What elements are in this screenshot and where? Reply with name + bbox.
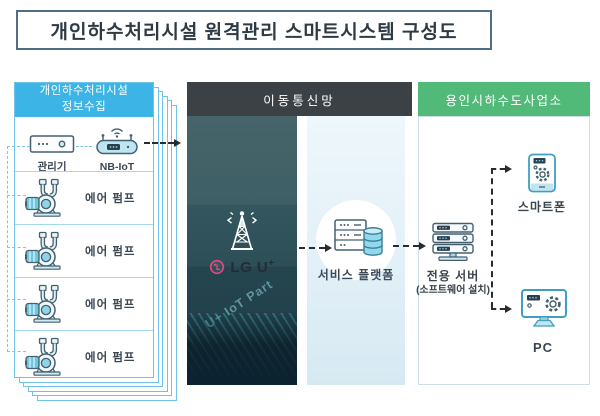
bus-stub-controller <box>7 146 30 147</box>
bus-stub-pump-1 <box>7 195 26 196</box>
device-bus-line <box>7 146 8 352</box>
server-sublabel: (소프트웨어 설치) <box>416 285 490 296</box>
arrow-to-pc <box>491 308 505 310</box>
monitor-gear-icon <box>521 289 567 327</box>
nbiot-label: NB-IoT <box>99 161 135 173</box>
arrow-platform-to-server <box>393 245 419 247</box>
controller-row: 관리기 NB-IoT <box>15 117 153 173</box>
server-label: 전용 서버 <box>426 269 480 283</box>
controller-box-icon <box>29 135 75 153</box>
arrowhead-network-to-platform <box>325 243 332 252</box>
smartphone-label: 스마트폰 <box>517 200 567 214</box>
air-pump-icon <box>25 284 61 323</box>
server-database-icon <box>334 219 383 256</box>
platform-label: 서비스 플랫폼 <box>317 268 395 282</box>
service-platform-area: 서비스 플랫폼 <box>307 116 405 385</box>
nbiot-router-icon <box>96 128 138 155</box>
page-title: 개인하수처리시설 원격관리 스마트시스템 구성도 <box>50 21 458 43</box>
title-box: 개인하수처리시설 원격관리 스마트시스템 구성도 <box>16 10 492 50</box>
bus-stub-pump-4 <box>7 351 26 352</box>
network-header-label: 이동통신망 <box>263 93 336 108</box>
air-pump-icon <box>25 337 61 376</box>
office-panel-header: 용인시하수도사업소 <box>418 82 590 116</box>
pump-row-1: 에어 펌프 <box>15 171 153 224</box>
bus-stub-pump-3 <box>7 299 26 300</box>
air-pump-icon <box>25 231 61 270</box>
pump-label: 에어 펌프 <box>85 299 136 311</box>
server-rack-icon <box>432 222 474 262</box>
office-header-label: 용인시하수도사업소 <box>445 93 563 108</box>
collection-header-line1: 개인하수처리시설 <box>39 85 129 98</box>
arrowhead-platform-to-server <box>419 241 426 250</box>
arrowhead-to-smartphone <box>505 164 512 173</box>
circuit-board-image <box>187 313 297 385</box>
pump-label: 에어 펌프 <box>85 246 136 258</box>
air-pump-icon <box>25 178 61 217</box>
arrow-to-smartphone <box>491 168 505 170</box>
collection-header-line2: 정보수집 <box>61 101 107 113</box>
server-branch-line <box>491 168 493 308</box>
arrowhead-nbiot-to-network <box>174 138 181 147</box>
pump-row-3: 에어 펌프 <box>15 277 153 330</box>
controller-label: 관리기 <box>37 161 67 173</box>
carrier-network-area: LG U+ U+ IoT Part <box>187 116 297 385</box>
pump-label: 에어 펌프 <box>85 193 136 205</box>
carrier-logo: LG U+ <box>187 258 297 276</box>
carrier-name: LG U+ <box>230 258 275 276</box>
collection-panel: 개인하수처리시설 정보수집 관리기 <box>14 82 154 378</box>
arrow-network-to-platform <box>299 247 325 249</box>
arrowhead-to-pc <box>505 304 512 313</box>
pump-row-4: 에어 펌프 <box>15 330 153 383</box>
cell-tower-icon <box>226 211 258 250</box>
pump-label: 에어 펌프 <box>85 352 136 364</box>
network-panel-header: 이동통신망 <box>187 82 412 116</box>
bus-stub-pump-2 <box>7 247 26 248</box>
smartphone-gear-icon <box>528 153 556 193</box>
controller-nbiot-link <box>76 146 92 147</box>
pc-label: PC <box>532 340 554 355</box>
lg-uplus-logo <box>210 259 225 275</box>
collection-panel-header: 개인하수처리시설 정보수집 <box>15 83 153 117</box>
arrow-nbiot-to-network <box>144 142 174 144</box>
pump-row-2: 에어 펌프 <box>15 224 153 277</box>
